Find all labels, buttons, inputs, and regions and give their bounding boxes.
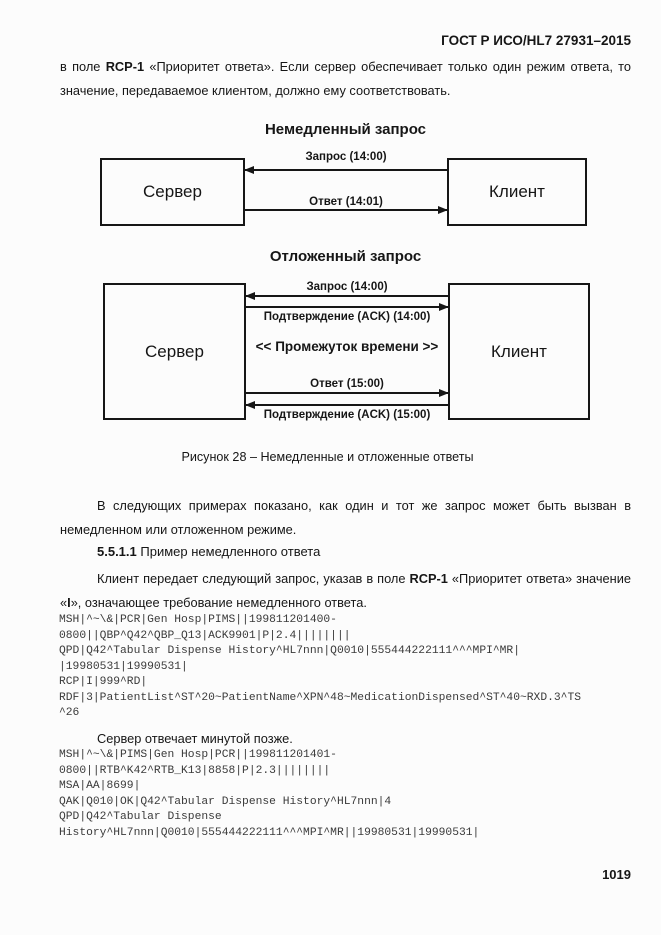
section-heading: 5.5.1.1 Пример немедленного ответа bbox=[60, 544, 631, 559]
examples-paragraph: В следующих примерах показано, как один … bbox=[60, 498, 631, 537]
server-response-paragraph: Сервер отвечает минутой позже. bbox=[97, 731, 293, 746]
client-request-paragraph: Клиент передает следующий запрос, указав… bbox=[60, 567, 631, 615]
ack-request-arrow-label: Подтверждение (ACK) (14:00) bbox=[263, 311, 431, 323]
client-box-label: Клиент bbox=[491, 341, 547, 361]
response-arrow bbox=[246, 389, 449, 397]
ack-response-arrow-label: Подтверждение (ACK) (15:00) bbox=[263, 409, 431, 421]
server-box-label: Сервер bbox=[145, 341, 204, 361]
ack-request-arrow bbox=[246, 303, 449, 311]
code-line: QAK|Q010|OK|Q42^Tabular Dispense History… bbox=[59, 795, 392, 808]
code-line: MSA|AA|8699| bbox=[59, 780, 141, 792]
ack-response-arrow bbox=[245, 401, 448, 409]
code-line: MSH|^~\&|PCR|Gen Hosp|PIMS||199811201400… bbox=[59, 614, 337, 626]
client-text-2: «Приоритет ответа» значение « bbox=[60, 571, 632, 610]
code-line: ^26 bbox=[59, 707, 80, 719]
intro-text-1: в поле bbox=[60, 59, 106, 74]
intro-paragraph: в поле RCP-1 «Приоритет ответа». Если се… bbox=[60, 55, 631, 103]
code-line: QPD|Q42^Tabular Dispense History^HL7nnn|… bbox=[59, 645, 520, 657]
code-line: 0800||RTB^K42^RTB_K13|8858|P|2.3|||||||| bbox=[59, 764, 331, 777]
immediate-request-diagram: Сервер Клиент Запрос (14:00) Ответ (14:0… bbox=[60, 151, 631, 228]
request-arrow bbox=[244, 166, 447, 174]
request-arrow-label: Запрос (14:00) bbox=[305, 151, 387, 163]
hl7-request-code: MSH|^~\&|PCR|Gen Hosp|PIMS||199811201400… bbox=[59, 613, 654, 722]
client-box: Клиент bbox=[447, 158, 587, 226]
client-box-label: Клиент bbox=[489, 182, 545, 201]
field-ref-rcp1: RCP-1 bbox=[409, 571, 448, 586]
intro-text-2: «Приоритет ответа». Если сервер обеспечи… bbox=[60, 59, 631, 98]
code-line: RCP|I|999^RD| bbox=[59, 676, 148, 688]
server-box: Сервер bbox=[103, 283, 246, 420]
response-arrow bbox=[245, 206, 448, 214]
server-box-label: Сервер bbox=[143, 182, 202, 201]
field-ref-rcp1: RCP-1 bbox=[105, 59, 145, 74]
document-header: ГОСТ Р ИСО/HL7 27931–2015 bbox=[441, 33, 631, 48]
code-line: 0800||QBP^Q42^QBP_Q13|ACK9901|P|2.4|||||… bbox=[59, 629, 351, 642]
section-title: Пример немедленного ответа bbox=[136, 544, 321, 559]
page-number: 1019 bbox=[602, 867, 631, 882]
code-line: QPD|Q42^Tabular Dispense bbox=[59, 811, 222, 823]
server-box: Сервер bbox=[100, 158, 245, 226]
request-arrow-label: Запрос (14:00) bbox=[306, 281, 388, 293]
value-ref-i: I bbox=[67, 595, 71, 610]
client-text-1: Клиент передает следующий запрос, указав… bbox=[97, 571, 410, 586]
figure-caption: Рисунок 28 – Немедленные и отложенные от… bbox=[181, 450, 474, 464]
request-arrow bbox=[245, 292, 448, 300]
client-box: Клиент bbox=[448, 283, 590, 420]
response-arrow-label: Ответ (14:01) bbox=[309, 196, 383, 208]
code-line: RDF|3|PatientList^ST^20~PatientName^XPN^… bbox=[59, 691, 582, 704]
section-number: 5.5.1.1 bbox=[97, 544, 137, 559]
deferred-request-title: Отложенный запрос bbox=[269, 248, 422, 265]
deferred-request-diagram: Сервер Клиент Запрос (14:00) Подтвержден… bbox=[60, 281, 631, 424]
hl7-response-code: MSH|^~\&|PIMS|Gen Hosp|PCR||199811201401… bbox=[59, 748, 654, 841]
code-line: History^HL7nnn|Q0010|555444222111^^^MPI^… bbox=[59, 826, 480, 839]
code-line: |19980531|19990531| bbox=[59, 660, 188, 673]
client-text-3: », означающее требование немедленного от… bbox=[70, 595, 367, 610]
immediate-request-title: Немедленный запрос bbox=[264, 121, 427, 138]
time-interval-label: << Промежуток времени >> bbox=[255, 339, 439, 354]
response-arrow-label: Ответ (15:00) bbox=[310, 378, 384, 390]
code-line: MSH|^~\&|PIMS|Gen Hosp|PCR||199811201401… bbox=[59, 749, 337, 761]
